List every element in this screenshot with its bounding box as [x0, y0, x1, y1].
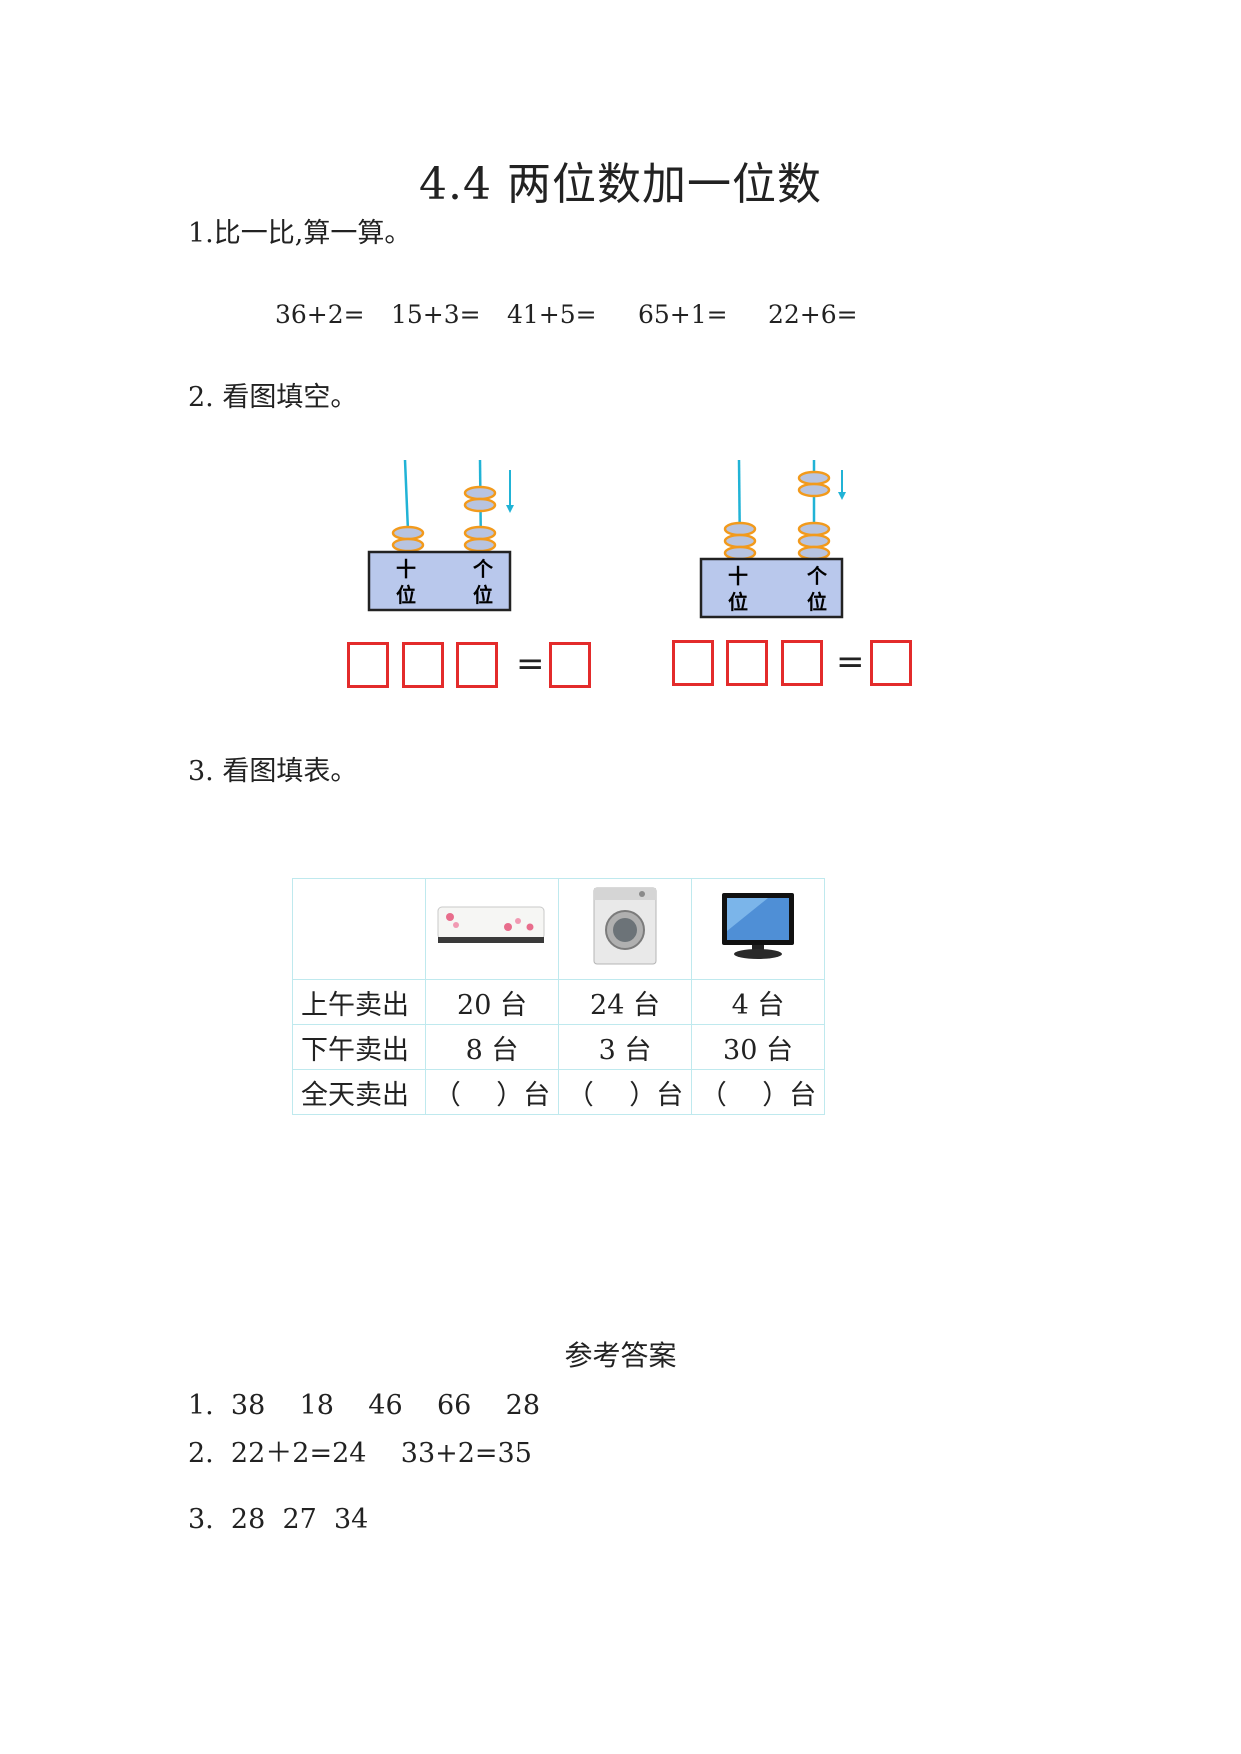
- bead-icon: [797, 482, 831, 498]
- bead-icon: [797, 533, 831, 549]
- equals-sign: =: [516, 644, 545, 684]
- product-cell: [558, 878, 692, 980]
- ones-beads: [797, 470, 831, 561]
- answers-title: 参考答案: [564, 1339, 677, 1372]
- bead-icon: [463, 497, 497, 513]
- ones-label-2: 位: [473, 583, 493, 607]
- table-cell: 3 台: [558, 1024, 692, 1070]
- table-cell: 24 台: [558, 979, 692, 1025]
- question-2-label: 2. 看图填空。: [188, 382, 358, 413]
- tens-beads: [723, 521, 757, 561]
- page-title: 4.4 两位数加一位数: [419, 159, 822, 210]
- fill-in-cell[interactable]: （ ）台: [425, 1069, 559, 1115]
- expression-4: 65+1=: [638, 300, 728, 329]
- expression-2: 15+3=: [391, 300, 481, 329]
- tens-label-1: 十: [728, 564, 748, 588]
- ones-label-1: 个: [806, 564, 828, 588]
- bead-icon: [723, 533, 757, 549]
- bead-icon: [391, 525, 425, 541]
- sales-table: 上午卖出 20 台 24 台 4 台 下午卖出 8 台 3 台 30 台 全天卖…: [292, 878, 825, 1115]
- bead-icon: [463, 525, 497, 541]
- product-cell: [425, 878, 559, 980]
- tens-label-2: 位: [728, 590, 748, 614]
- fill-in-cell[interactable]: （ ）台: [558, 1069, 692, 1115]
- answer-box[interactable]: [456, 642, 498, 688]
- table-cell: 30 台: [691, 1024, 825, 1070]
- answer-box[interactable]: [347, 642, 389, 688]
- abacus-1: 十 位 个 位: [367, 459, 514, 612]
- bead-icon: [463, 485, 497, 501]
- expression-5: 22+6=: [768, 300, 858, 329]
- abacus-2: 十 位 个 位: [699, 459, 846, 619]
- ones-label-2: 位: [807, 590, 827, 614]
- abacus-base: [699, 557, 844, 619]
- bead-icon: [797, 521, 831, 537]
- ones-beads: [463, 485, 497, 553]
- arrow-head-icon: [506, 505, 514, 513]
- table-cell: 4 台: [691, 979, 825, 1025]
- table-row: 全天卖出 （ ）台 （ ）台 （ ）台: [292, 1069, 825, 1115]
- bead-icon: [463, 537, 497, 553]
- expression-1: 36+2=: [275, 300, 365, 329]
- tens-beads: [391, 525, 425, 553]
- product-cell: [691, 878, 825, 980]
- answer-2: 2. 22＋2=24 33+2=35: [188, 1438, 532, 1469]
- bead-icon: [723, 545, 757, 561]
- bead-icon: [797, 470, 831, 486]
- row-label: 上午卖出: [292, 979, 426, 1025]
- question-1-label: 1.比一比,算一算。: [188, 218, 412, 249]
- answer-box[interactable]: [672, 640, 714, 686]
- answer-1: 1. 38 18 46 66 28: [188, 1390, 541, 1421]
- television-icon: [722, 892, 794, 959]
- answer-box[interactable]: [781, 640, 823, 686]
- empty-corner-cell: [292, 878, 426, 980]
- row-label: 下午卖出: [292, 1024, 426, 1070]
- bead-icon: [797, 545, 831, 561]
- answer-3: 3. 28 27 34: [188, 1504, 369, 1535]
- question-3-label: 3. 看图填表。: [188, 756, 358, 787]
- expression-3: 41+5=: [507, 300, 597, 329]
- tens-label-2: 位: [396, 583, 416, 607]
- washing-machine-icon: [593, 887, 657, 964]
- bead-icon: [723, 521, 757, 537]
- ones-label-1: 个: [472, 557, 494, 581]
- table-row: 上午卖出 20 台 24 台 4 台: [292, 979, 825, 1025]
- air-conditioner-icon: [437, 906, 545, 943]
- result-box[interactable]: [549, 642, 591, 688]
- tens-label-1: 十: [396, 557, 416, 581]
- table-row: 下午卖出 8 台 3 台 30 台: [292, 1024, 825, 1070]
- answer-box[interactable]: [402, 642, 444, 688]
- table-header-row: [292, 878, 825, 980]
- row-label: 全天卖出: [292, 1069, 426, 1115]
- table-cell: 20 台: [425, 979, 559, 1025]
- abacus-base: [367, 550, 512, 612]
- table-cell: 8 台: [425, 1024, 559, 1070]
- bead-icon: [391, 537, 425, 553]
- equals-sign: =: [836, 642, 865, 682]
- result-box[interactable]: [870, 640, 912, 686]
- fill-in-cell[interactable]: （ ）台: [691, 1069, 825, 1115]
- arrow-head-icon: [838, 492, 846, 500]
- answer-box[interactable]: [726, 640, 768, 686]
